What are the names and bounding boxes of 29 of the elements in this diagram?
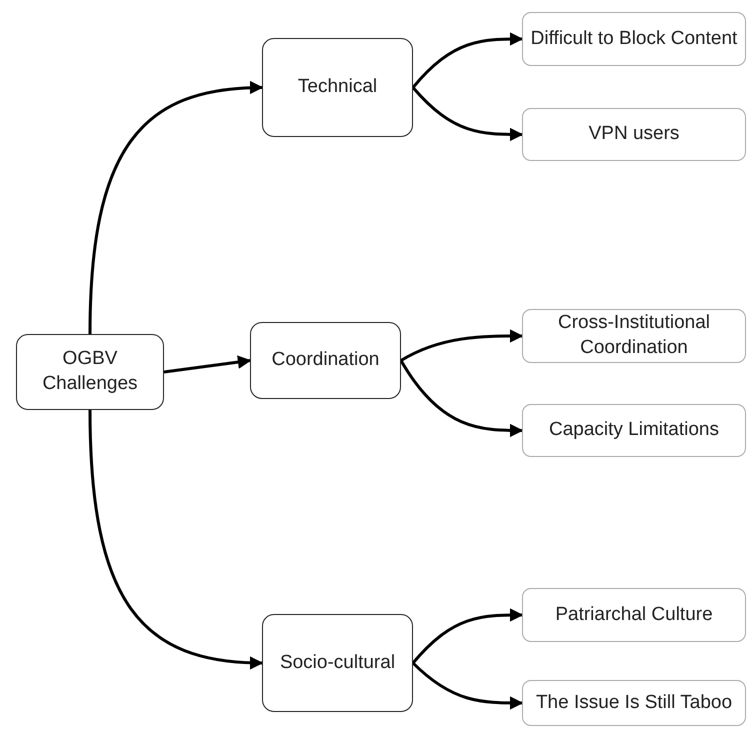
- item-box: [522, 588, 746, 642]
- node-label: OGBV Challenges: [41, 347, 139, 396]
- arrow: [400, 329, 524, 362]
- arrow: [88, 410, 264, 670]
- category-box: [250, 322, 401, 399]
- arrow: [412, 86, 524, 142]
- arrow: [400, 360, 524, 438]
- item-box: [522, 680, 746, 726]
- item-box: [522, 404, 746, 457]
- node-label: Capacity Limitations: [548, 418, 720, 442]
- node-label: Difficult to Block Content: [530, 26, 738, 51]
- arrow: [164, 355, 252, 374]
- arrow: [412, 608, 524, 664]
- node-label: The Issue Is Still Taboo: [534, 690, 734, 715]
- node-label: Coordination: [270, 348, 380, 372]
- node-label: Patriarchal Culture: [554, 602, 714, 627]
- category-box: [262, 38, 413, 137]
- category-box: [262, 614, 413, 712]
- node-label: Socio-cultural: [278, 650, 396, 675]
- node-label: VPN users: [588, 122, 680, 146]
- item-box: [522, 309, 746, 363]
- category-box: [16, 334, 164, 410]
- node-label: Technical: [296, 75, 378, 100]
- arrow: [88, 81, 264, 334]
- arrow: [412, 662, 524, 710]
- item-box: [522, 108, 746, 161]
- node-label: Cross-Institutional Coordination: [556, 311, 712, 360]
- arrow: [412, 32, 524, 88]
- item-box: [522, 12, 746, 66]
